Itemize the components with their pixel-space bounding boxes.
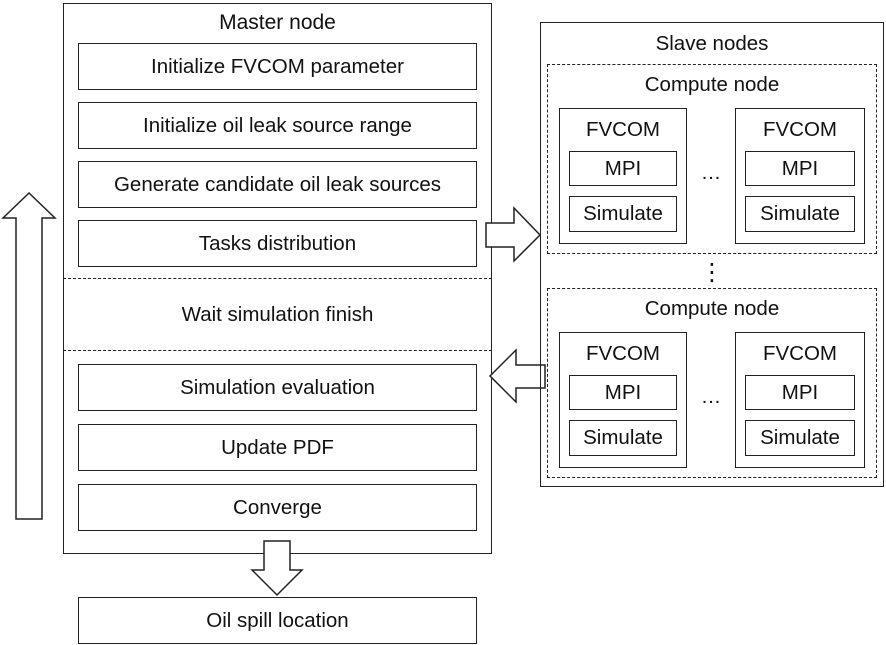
simulate-box: Simulate: [569, 420, 677, 456]
fvcom-unit: [559, 332, 687, 468]
compute-node-2-title: Compute node: [644, 297, 780, 320]
fvcom-label: FVCOM: [762, 118, 838, 141]
simulate-box: Simulate: [745, 196, 855, 232]
simulate-box: Simulate: [569, 196, 677, 232]
fvcom-unit: [735, 332, 865, 468]
slave-nodes-title: Slave nodes: [655, 32, 769, 55]
step-generate-candidates: Generate candidate oil leak sources: [78, 161, 477, 208]
compute-node-1: [547, 64, 877, 254]
horizontal-ellipsis: …: [700, 385, 722, 408]
divider-bottom: [63, 350, 492, 351]
compute-node-1-title: Compute node: [644, 73, 780, 96]
fvcom-label: FVCOM: [585, 342, 661, 365]
fvcom-label: FVCOM: [762, 342, 838, 365]
step-initialize-fvcom: Initialize FVCOM parameter: [78, 43, 477, 90]
fvcom-unit: [559, 108, 687, 244]
step-tasks-distribution: Tasks distribution: [78, 220, 477, 267]
step-converge: Converge: [78, 484, 477, 531]
step-initialize-source-range: Initialize oil leak source range: [78, 102, 477, 149]
step-simulation-evaluation: Simulation evaluation: [78, 364, 477, 411]
mpi-box: MPI: [745, 375, 855, 410]
horizontal-ellipsis: …: [700, 161, 722, 184]
simulate-box: Simulate: [745, 420, 855, 456]
step-update-pdf: Update PDF: [78, 424, 477, 471]
slave-nodes-panel: [540, 22, 884, 487]
wait-simulation-label: Wait simulation finish: [181, 303, 374, 326]
compute-node-2: [547, 288, 877, 478]
divider-top: [63, 278, 492, 279]
mpi-box: MPI: [569, 375, 677, 410]
mpi-box: MPI: [745, 151, 855, 186]
fvcom-label: FVCOM: [585, 118, 661, 141]
mpi-box: MPI: [569, 151, 677, 186]
fvcom-unit: [735, 108, 865, 244]
oil-spill-location-box: Oil spill location: [78, 597, 477, 644]
vertical-ellipsis: ⋮: [700, 258, 724, 286]
master-node-title: Master node: [219, 11, 336, 34]
